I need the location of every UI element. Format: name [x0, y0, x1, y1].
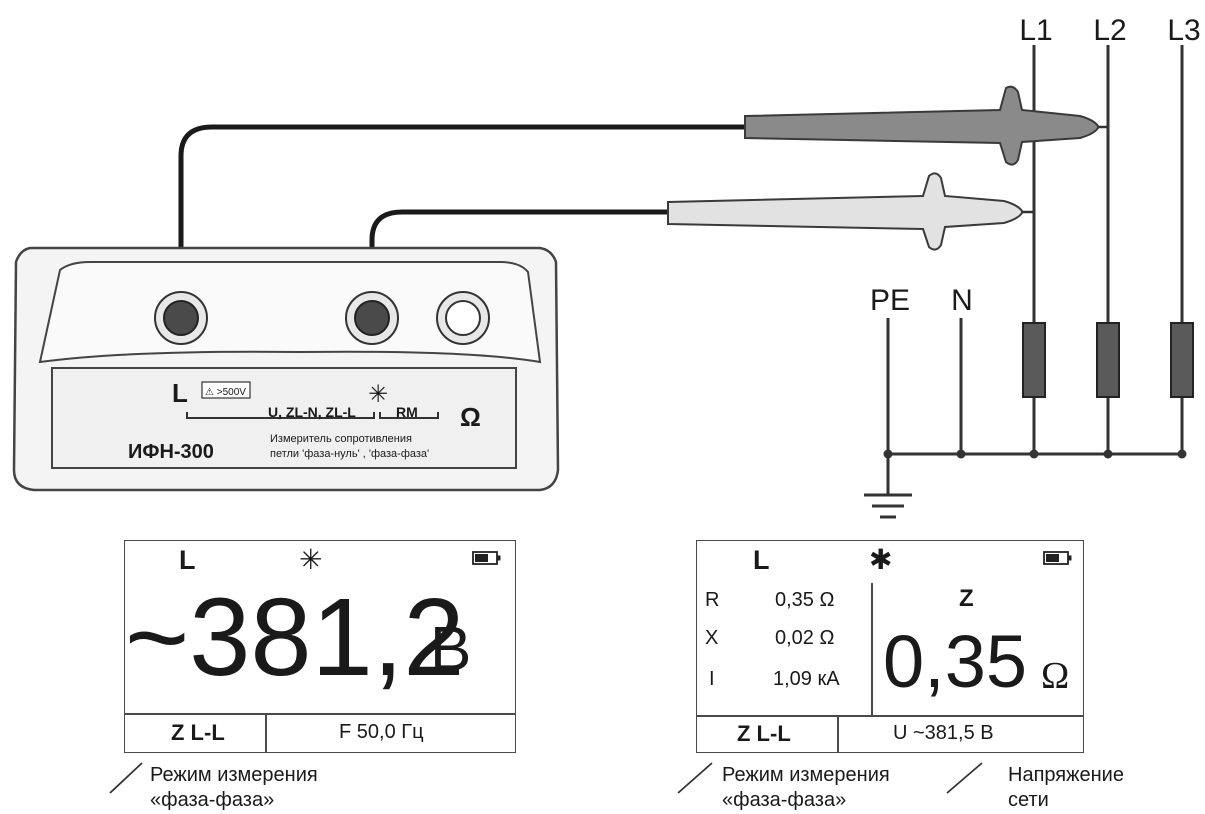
- screen-right: L ✱ R 0,35 Ω X 0,02 Ω I 1,09 кА Z 0,35 Ω…: [696, 540, 1084, 753]
- screen-right-z-label: Z: [959, 585, 974, 612]
- screen-left-frequency: F 50,0 Гц: [339, 721, 424, 743]
- annotation-left-mode-2: «фаза-фаза»: [150, 789, 275, 811]
- annotation-voltage-2: сети: [1008, 789, 1049, 811]
- screen-left-main-unit: В: [430, 615, 472, 684]
- terminal-bracket-u: [186, 412, 375, 419]
- probe-light[interactable]: [667, 172, 1034, 251]
- screen-left-l: L: [179, 545, 196, 575]
- annotation-pointers: [109, 762, 983, 794]
- warning-badge: ⚠ >500V: [201, 381, 251, 399]
- battery-icon-left: [472, 551, 502, 565]
- screen-left-mode: Z L-L: [171, 720, 225, 745]
- ground-icon: [864, 493, 912, 519]
- label-l3: L3: [1167, 14, 1200, 47]
- screen-right-voltage: U ~381,5 В: [893, 722, 994, 744]
- load-l1: [1022, 322, 1046, 398]
- terminal-bracket-rm: [379, 412, 439, 419]
- junction-l2: [1103, 449, 1113, 459]
- screen-left-vdivider: [265, 713, 267, 753]
- load-l2: [1096, 322, 1120, 398]
- screen-right-vsplit: [871, 583, 873, 715]
- screen-right-x-value: 0,02 Ω: [775, 627, 835, 649]
- probe-dark[interactable]: [744, 85, 1108, 166]
- screen-right-r-label: R: [705, 589, 720, 611]
- annotation-right-mode-1: Режим измерения: [722, 764, 890, 786]
- label-n: N: [951, 284, 973, 317]
- probes: [178, 85, 1108, 312]
- screen-right-z-value: 0,35: [883, 620, 1028, 703]
- device-model: ИФН-300: [128, 441, 214, 463]
- label-l1: L1: [1019, 14, 1052, 47]
- terminal-label-rm: RM: [396, 404, 418, 420]
- cable-u: [369, 209, 668, 312]
- screen-right-r-value: 0,35 Ω: [775, 589, 835, 611]
- screen-right-i-label: I: [709, 668, 715, 690]
- junction-l1: [1029, 449, 1039, 459]
- pointer-right-mode: [677, 762, 713, 794]
- terminal-omega[interactable]: [436, 291, 490, 345]
- screen-left-main-value: ~381,2: [125, 576, 465, 699]
- screen-right-vdivider: [837, 715, 839, 753]
- device-description-2: петли 'фаза-нуль' , 'фаза-фаза': [270, 448, 429, 460]
- label-l2: L2: [1093, 14, 1126, 47]
- label-pe: PE: [870, 284, 910, 317]
- junction-pe: [883, 449, 893, 459]
- battery-icon-right: [1043, 551, 1073, 565]
- device-description-1: Измеритель сопротивления: [270, 433, 412, 445]
- load-l3: [1170, 322, 1194, 398]
- cable-l: [178, 124, 745, 312]
- terminal-label-u: U, ZL-N, ZL-L: [268, 404, 356, 420]
- junction-n: [956, 449, 966, 459]
- junction-l3: [1177, 449, 1187, 459]
- screen-right-star: ✱: [869, 544, 893, 575]
- terminal-l[interactable]: [154, 291, 208, 345]
- screen-right-l: L: [753, 545, 770, 575]
- screen-right-divider: [697, 715, 1083, 717]
- screen-left-star: ✳: [299, 544, 323, 575]
- warning-text: ⚠ >500V: [205, 387, 246, 398]
- screen-right-i-value: 1,09 кА: [773, 668, 840, 690]
- terminal-label-l: L: [172, 378, 188, 408]
- screen-left: L ✳ ~381,2 В Z L-L F 50,0 Гц: [124, 540, 516, 753]
- screen-right-x-label: X: [705, 627, 719, 649]
- terminal-label-star: ✳: [368, 381, 388, 408]
- pointer-left-mode: [109, 762, 143, 794]
- pointer-voltage: [946, 762, 983, 794]
- network: L1 L2 L3 PE N: [864, 14, 1201, 519]
- annotation-voltage-1: Напряжение: [1008, 764, 1124, 786]
- annotation-right-mode-2: «фаза-фаза»: [722, 789, 847, 811]
- meter-device: L ⚠ >500V U, ZL-N, ZL-L ✳ RM Ω ИФН-300 И…: [12, 246, 560, 492]
- terminal-u[interactable]: [345, 291, 399, 345]
- annotation-left-mode-1: Режим измерения: [150, 764, 318, 786]
- terminal-label-omega: Ω: [460, 402, 481, 432]
- screen-right-mode: Z L-L: [737, 721, 791, 746]
- screen-left-divider: [125, 713, 515, 715]
- screen-right-z-unit: Ω: [1041, 655, 1070, 697]
